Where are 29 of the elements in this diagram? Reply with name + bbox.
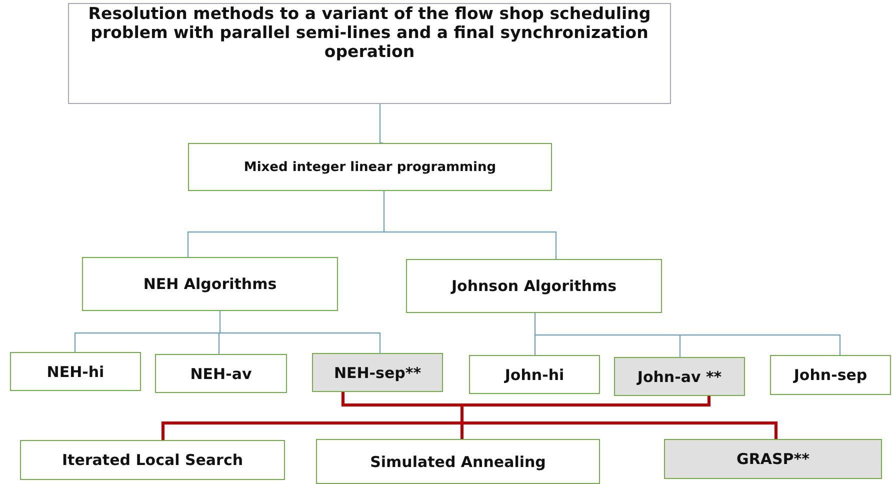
connector-line xyxy=(380,104,384,144)
box-label: Resolution methods to a variant of the flow shop scheduling problem with parallel semi-lines and a final synchronization operation xyxy=(87,4,652,61)
box-label: NEH-av xyxy=(190,364,252,382)
process-box xyxy=(664,439,882,479)
process-box xyxy=(770,355,891,395)
box-label: Johnson Algorithms xyxy=(451,277,617,295)
box-label: GRASP** xyxy=(736,450,810,468)
process-box xyxy=(312,353,443,392)
box-label: NEH-sep** xyxy=(334,364,422,382)
box-label: Simulated Annealing xyxy=(370,452,546,470)
box-label: Iterated Local Search xyxy=(62,451,244,469)
connector-line xyxy=(220,310,380,354)
box-label: Mixed integer linear programming xyxy=(244,160,496,174)
process-box xyxy=(68,3,671,104)
box-label: John-av ** xyxy=(637,368,722,386)
process-box xyxy=(82,257,338,311)
process-box xyxy=(614,357,745,396)
box-label: John-hi xyxy=(504,366,564,384)
process-box xyxy=(20,440,285,480)
connector-line xyxy=(384,190,556,260)
process-box xyxy=(469,355,600,394)
box-label: John-sep xyxy=(794,366,868,384)
box-label: NEH Algorithms xyxy=(143,275,277,293)
process-box xyxy=(316,439,600,484)
process-box xyxy=(10,352,141,391)
process-box xyxy=(406,259,662,313)
process-box xyxy=(155,354,287,393)
box-label: NEH-hi xyxy=(46,362,104,380)
process-box xyxy=(188,143,552,191)
